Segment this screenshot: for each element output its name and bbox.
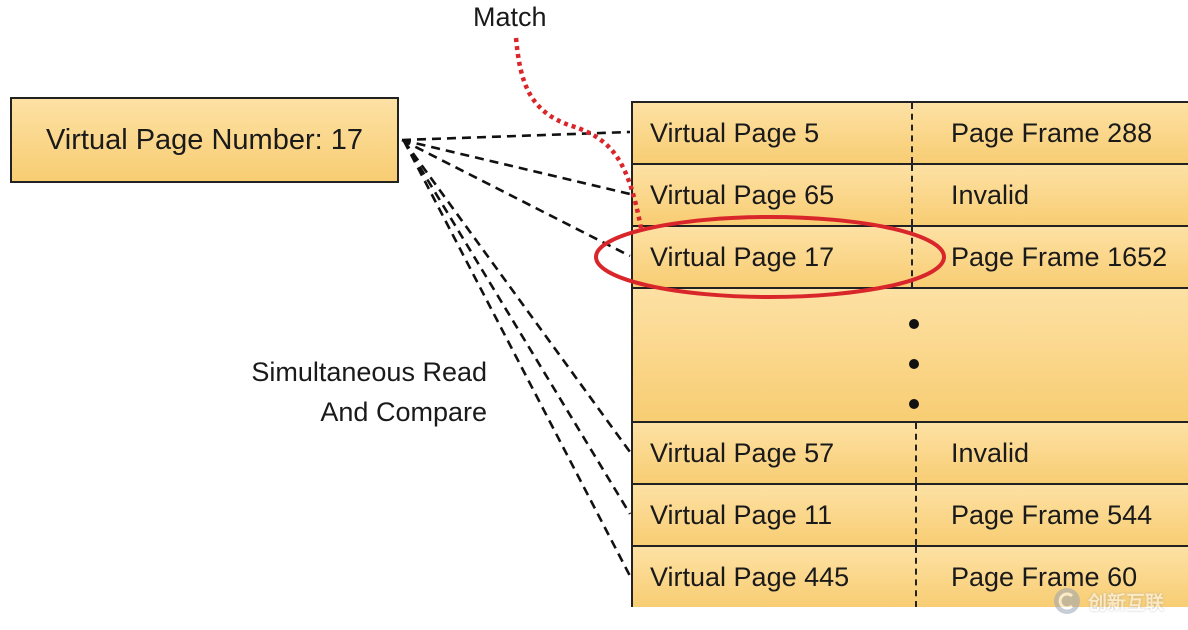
match-label: Match (473, 2, 547, 32)
watermark: 创新互联 (1052, 586, 1164, 616)
watermark-logo-icon (1054, 588, 1080, 614)
compare-line (402, 140, 632, 515)
compare-lines (401, 130, 632, 577)
column-divider (915, 423, 917, 483)
tlb-virtual-page: Virtual Page 65 (650, 179, 835, 210)
tlb-row: Virtual Page 57 Invalid (633, 423, 1188, 485)
column-divider (915, 485, 917, 545)
ellipsis-dot (909, 359, 919, 369)
tlb-virtual-page: Virtual Page 17 (650, 241, 835, 272)
compare-line (402, 140, 632, 453)
watermark-text: 创新互联 (1088, 592, 1165, 614)
tlb-virtual-page: Virtual Page 57 (650, 437, 835, 468)
compare-line (401, 138, 631, 258)
simultaneous-read-line2: And Compare (320, 397, 487, 427)
column-divider (915, 547, 917, 607)
ellipsis-dot (909, 319, 919, 329)
tlb-table: Virtual Page 5 Page Frame 288 Virtual Pa… (631, 101, 1188, 607)
tlb-page-frame: Page Frame 60 (951, 561, 1138, 592)
tlb-virtual-page: Virtual Page 11 (650, 499, 833, 530)
tlb-virtual-page: Virtual Page 5 (650, 117, 820, 148)
tlb-page-frame: Page Frame 288 (951, 117, 1153, 148)
virtual-page-number-box: Virtual Page Number: 17 (10, 97, 399, 183)
column-divider (911, 165, 913, 225)
tlb-page-frame: Invalid (951, 437, 1030, 468)
tlb-row: Virtual Page 11 Page Frame 544 (633, 485, 1188, 547)
match-highlight-ellipse (594, 215, 946, 299)
match-path (513, 37, 644, 229)
tlb-ellipsis-row (633, 289, 1188, 423)
ellipsis-dot (909, 399, 919, 409)
compare-line (401, 138, 631, 196)
tlb-row: Virtual Page 5 Page Frame 288 (633, 103, 1188, 165)
tlb-page-frame: Invalid (951, 179, 1030, 210)
simultaneous-read-label: Simultaneous Read And Compare (225, 352, 487, 432)
tlb-page-frame: Page Frame 544 (951, 499, 1153, 530)
tlb-page-frame: Page Frame 1652 (951, 241, 1168, 272)
column-divider (911, 103, 913, 163)
tlb-virtual-page: Virtual Page 445 (650, 561, 850, 592)
compare-line (401, 130, 631, 142)
virtual-page-number-label: Virtual Page Number: 17 (45, 123, 364, 156)
tlb-row: Virtual Page 445 Page Frame 60 (633, 547, 1188, 607)
column-divider (911, 227, 913, 287)
compare-line (402, 140, 632, 577)
simultaneous-read-line1: Simultaneous Read (251, 357, 487, 387)
